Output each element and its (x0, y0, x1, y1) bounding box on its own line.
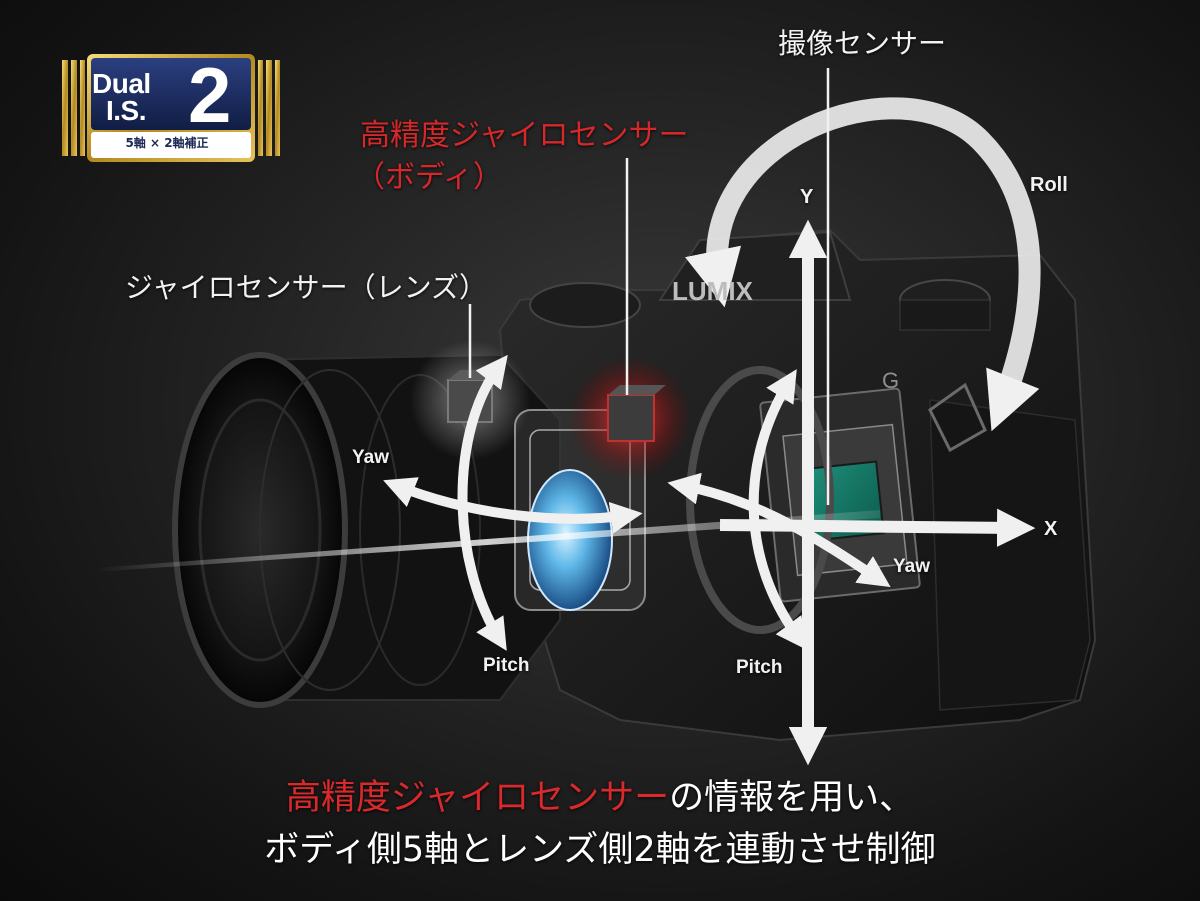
roll-label: Roll (1030, 174, 1068, 196)
y-axis-label: Y (800, 186, 814, 208)
body-pitch-arrow (748, 369, 808, 651)
badge-line1: Dual (92, 68, 151, 99)
lens-yaw-label: Yaw (352, 447, 389, 468)
badge-line2: I.S. (106, 95, 147, 126)
caption-line2: ボディ側5軸とレンズ側2軸を連動させ制御 (264, 830, 936, 870)
lens-pitch-label: Pitch (483, 655, 530, 676)
image-sensor-label: 撮像センサー (778, 27, 947, 60)
camera-brand: LUMIX (672, 276, 754, 306)
x-axis-label: X (1044, 518, 1058, 540)
caption-line1: 高精度ジャイロセンサーの情報を用い、 (0, 772, 1200, 824)
dual-is-badge: Dual I.S. 2 5軸 × 2軸補正 (62, 52, 280, 164)
body-gyro-sensor (568, 356, 692, 480)
roll-arrow (685, 97, 1041, 432)
badge-number: 2 (188, 51, 232, 139)
body-gyro-label: 高精度ジャイロセンサー (360, 118, 689, 153)
lens-yaw-arrow (383, 477, 643, 534)
badge-frame (62, 54, 280, 162)
body-pitch-label: Pitch (736, 657, 783, 678)
caption-highlight: 高精度ジャイロセンサー (285, 778, 670, 818)
camera-model: G (882, 368, 899, 393)
caption-line1-rest: の情報を用い、 (669, 778, 915, 818)
body-yaw-label: Yaw (893, 556, 930, 577)
body-gyro-label-sub: （ボディ） (355, 160, 503, 195)
lens-gyro-label: ジャイロセンサー（レンズ） (125, 271, 488, 304)
badge-subtitle: 5軸 × 2軸補正 (125, 136, 209, 150)
x-axis-arrow (719, 508, 1036, 547)
lens-pitch-arrow (457, 354, 508, 651)
caption: 高精度ジャイロセンサーの情報を用い、 ボディ側5軸とレンズ側2軸を連動させ制御 (0, 772, 1200, 876)
